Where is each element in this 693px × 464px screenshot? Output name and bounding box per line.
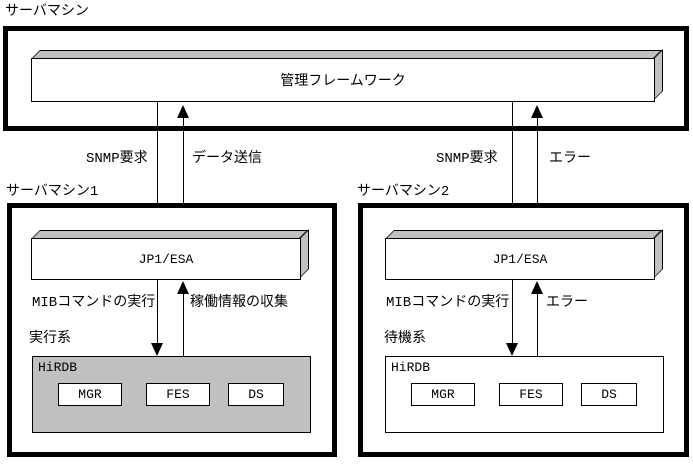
machine1-label: サーバマシン1 <box>6 184 99 200</box>
machine2-fes-box: FES <box>499 383 563 406</box>
error-label-m2: エラー <box>546 295 588 311</box>
machine2-jp1esa-label: JP1/ESA <box>492 251 548 267</box>
machine2-hirdb-box: HiRDB MGR FES DS <box>385 356 664 433</box>
machine1-jp1esa-label: JP1/ESA <box>138 251 194 267</box>
up-arrowhead-icon <box>177 281 189 294</box>
error-label-top-m2: エラー <box>549 151 591 167</box>
snmp-request-arrow-line-m2 <box>512 102 513 216</box>
machine1-hirdb-label: HiRDB <box>38 360 78 375</box>
error-arrow-line-m2 <box>537 116 538 229</box>
machine1-fes-box: FES <box>146 383 210 406</box>
down-arrowhead-icon <box>506 343 518 356</box>
machine2-ds-box: DS <box>581 383 637 406</box>
machine1-hirdb-box: HiRDB MGR FES DS <box>32 356 311 433</box>
collect-info-arrow-line-m1 <box>183 294 184 356</box>
machine2-label: サーバマシン2 <box>357 184 450 200</box>
machine2-hirdb-label: HiRDB <box>391 360 431 375</box>
collect-info-label-m1: 稼働情報の収集 <box>190 295 288 311</box>
up-arrowhead-icon <box>531 105 543 118</box>
machine1-jp1esa-box: JP1/ESA <box>31 229 309 280</box>
mib-command-arrow-line-m1 <box>157 280 158 344</box>
down-arrowhead-icon <box>151 343 163 356</box>
machine2-role-label: 待機系 <box>384 331 426 347</box>
mib-command-arrow-line-m2 <box>512 280 513 344</box>
data-send-label-m1: データ送信 <box>192 151 262 167</box>
slab-top-face <box>31 50 662 59</box>
machine2-jp1esa-box: JP1/ESA <box>385 229 663 280</box>
up-arrowhead-icon <box>177 105 189 118</box>
snmp-request-arrow-line-m1 <box>157 102 158 216</box>
management-framework-label: 管理フレームワーク <box>280 74 406 90</box>
top-machine-label: サーバマシン <box>5 4 89 20</box>
error-arrow-line-m2-inner <box>537 294 538 356</box>
machine1-mgr-box: MGR <box>58 383 122 406</box>
mib-command-label-m1: MIBコマンドの実行 <box>32 295 156 311</box>
slab-right-face <box>654 49 663 100</box>
management-framework-box: 管理フレームワーク <box>31 49 663 102</box>
data-send-arrow-line-m1 <box>183 116 184 229</box>
slab-top-face <box>31 230 308 239</box>
machine2-mgr-box: MGR <box>411 383 475 406</box>
machine1-role-label: 実行系 <box>29 331 71 347</box>
up-arrowhead-icon <box>531 281 543 294</box>
mib-command-label-m2: MIBコマンドの実行 <box>386 295 510 311</box>
slab-top-face <box>385 230 662 239</box>
snmp-request-label-m2: SNMP要求 <box>436 151 498 167</box>
machine1-ds-box: DS <box>228 383 284 406</box>
snmp-request-label-m1: SNMP要求 <box>86 151 148 167</box>
